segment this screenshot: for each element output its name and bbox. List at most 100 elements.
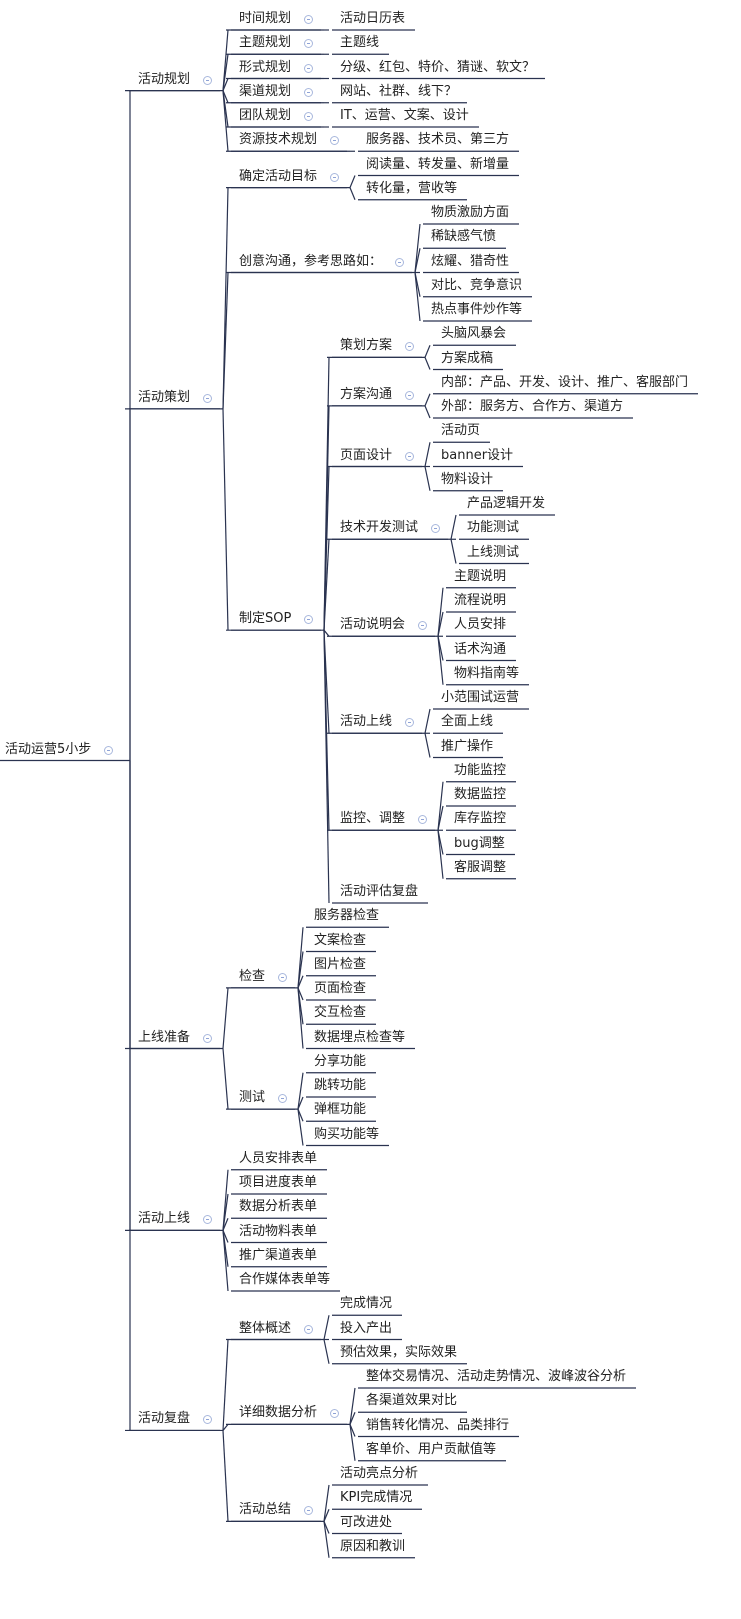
leaf-node[interactable]: 数据监控 [454, 787, 507, 802]
collapse-toggle-icon[interactable] [203, 75, 212, 85]
collapse-toggle-icon[interactable] [418, 621, 427, 631]
branch-node[interactable]: 测试 [239, 1090, 266, 1106]
branch-node[interactable]: 创意沟通，参考思路如： [239, 253, 383, 269]
branch-node[interactable]: 确定活动目标 [239, 168, 318, 184]
leaf-node[interactable]: banner设计 [441, 447, 514, 463]
branch-node[interactable]: 形式规划 [239, 59, 292, 75]
collapse-toggle-icon[interactable] [405, 718, 414, 728]
leaf-node[interactable]: 头脑风暴会 [441, 326, 507, 342]
leaf-node[interactable]: 各渠道效果对比 [366, 1393, 458, 1409]
leaf-node[interactable]: 活动页 [441, 423, 481, 439]
branch-node[interactable]: 时间规划 [239, 11, 292, 26]
branch-node[interactable]: 活动说明会 [340, 617, 406, 633]
collapse-toggle-icon[interactable] [330, 1409, 339, 1419]
collapse-toggle-icon[interactable] [104, 745, 113, 755]
leaf-node[interactable]: 推广操作 [441, 738, 494, 754]
leaf-node[interactable]: bug调整 [454, 835, 505, 851]
leaf-node[interactable]: 主题线 [340, 35, 380, 51]
collapse-toggle-icon[interactable] [304, 1324, 313, 1334]
collapse-toggle-icon[interactable] [405, 451, 414, 461]
collapse-toggle-icon[interactable] [278, 972, 287, 982]
branch-node[interactable]: 活动策划 [138, 389, 191, 405]
leaf-node[interactable]: 客服调整 [454, 859, 507, 875]
collapse-toggle-icon[interactable] [203, 1033, 212, 1043]
leaf-node[interactable]: 可改进处 [340, 1514, 393, 1530]
leaf-node[interactable]: 原因和教训 [340, 1538, 406, 1554]
leaf-node[interactable]: 转化量，营收等 [366, 180, 458, 196]
leaf-node[interactable]: 推广渠道表单 [239, 1247, 318, 1263]
branch-node[interactable]: 方案沟通 [340, 386, 393, 402]
collapse-toggle-icon[interactable] [304, 39, 313, 49]
leaf-node[interactable]: 物质激励方面 [431, 205, 510, 220]
collapse-toggle-icon[interactable] [431, 524, 440, 534]
collapse-toggle-icon[interactable] [304, 615, 313, 625]
branch-node[interactable]: 活动复盘 [138, 1411, 191, 1427]
branch-node[interactable]: 技术开发测试 [340, 520, 419, 536]
leaf-node[interactable]: 产品逻辑开发 [467, 496, 546, 511]
branch-node[interactable]: 活动上线 [340, 714, 393, 730]
collapse-toggle-icon[interactable] [304, 87, 313, 97]
leaf-node[interactable]: 人员安排 [454, 617, 507, 633]
leaf-node[interactable]: 活动评估复盘 [340, 884, 419, 899]
leaf-node[interactable]: 网站、社群、线下？ [340, 83, 458, 99]
collapse-toggle-icon[interactable] [330, 172, 339, 182]
leaf-node[interactable]: 稀缺感气愤 [431, 229, 497, 245]
leaf-node[interactable]: 小范围试运营 [441, 690, 520, 705]
leaf-node[interactable]: 服务器、技术员、第三方 [366, 132, 510, 148]
leaf-node[interactable]: 弹框功能 [314, 1102, 367, 1118]
branch-node[interactable]: 资源技术规划 [239, 132, 318, 148]
leaf-node[interactable]: 功能监控 [454, 762, 507, 778]
leaf-node[interactable]: 库存监控 [454, 811, 507, 827]
leaf-node[interactable]: 人员安排表单 [239, 1150, 318, 1166]
leaf-node[interactable]: 全面上线 [441, 714, 494, 730]
leaf-node[interactable]: 页面检查 [314, 981, 367, 996]
leaf-node[interactable]: 话术沟通 [454, 641, 507, 657]
collapse-toggle-icon[interactable] [304, 15, 313, 24]
leaf-node[interactable]: 数据分析表单 [239, 1199, 318, 1215]
collapse-toggle-icon[interactable] [330, 136, 339, 146]
branch-node[interactable]: 页面设计 [340, 447, 393, 463]
leaf-node[interactable]: 分享功能 [314, 1053, 367, 1069]
leaf-node[interactable]: 交互检查 [314, 1005, 367, 1021]
branch-node[interactable]: 渠道规划 [239, 83, 292, 99]
leaf-node[interactable]: 投入产出 [340, 1320, 393, 1336]
leaf-node[interactable]: 活动物料表单 [239, 1223, 318, 1239]
leaf-node[interactable]: 整体交易情况、活动走势情况、波峰波谷分析 [366, 1369, 627, 1384]
leaf-node[interactable]: 活动亮点分析 [340, 1466, 419, 1481]
leaf-node[interactable]: 图片检查 [314, 956, 367, 972]
collapse-toggle-icon[interactable] [203, 1415, 212, 1425]
leaf-node[interactable]: 上线测试 [467, 544, 520, 560]
leaf-node[interactable]: 文案检查 [314, 932, 367, 948]
collapse-toggle-icon[interactable] [278, 1094, 287, 1104]
leaf-node[interactable]: 流程说明 [454, 593, 507, 608]
leaf-node[interactable]: 外部：服务方、合作方、渠道方 [441, 399, 624, 414]
leaf-node[interactable]: 服务器检查 [314, 908, 380, 924]
branch-node[interactable]: 制定SOP [239, 611, 292, 627]
branch-node[interactable]: 活动运营5小步 [5, 741, 92, 757]
leaf-node[interactable]: 项目进度表单 [239, 1175, 318, 1190]
leaf-node[interactable]: 购买功能等 [314, 1126, 380, 1142]
leaf-node[interactable]: 热点事件炒作等 [431, 302, 523, 317]
branch-node[interactable]: 整体概述 [239, 1320, 292, 1336]
leaf-node[interactable]: KPI完成情况 [340, 1490, 413, 1506]
leaf-node[interactable]: 主题说明 [454, 568, 507, 584]
leaf-node[interactable]: 跳转功能 [314, 1078, 367, 1093]
leaf-node[interactable]: 分级、红包、特价、猜谜、软文？ [340, 59, 536, 75]
leaf-node[interactable]: 销售转化情况、品类排行 [366, 1417, 510, 1433]
leaf-node[interactable]: 物料设计 [441, 471, 494, 487]
leaf-node[interactable]: 阅读量、转发量、新增量 [366, 156, 510, 172]
branch-node[interactable]: 上线准备 [138, 1029, 191, 1045]
leaf-node[interactable]: 预估效果，实际效果 [340, 1344, 458, 1360]
leaf-node[interactable]: 功能测试 [467, 520, 520, 536]
leaf-node[interactable]: 数据埋点检查等 [314, 1029, 406, 1045]
collapse-toggle-icon[interactable] [304, 1506, 313, 1516]
leaf-node[interactable]: 炫耀、猎奇性 [431, 253, 510, 269]
branch-node[interactable]: 检查 [239, 968, 266, 984]
collapse-toggle-icon[interactable] [395, 257, 404, 267]
branch-node[interactable]: 详细数据分析 [239, 1405, 318, 1421]
collapse-toggle-icon[interactable] [304, 112, 313, 121]
branch-node[interactable]: 活动总结 [239, 1502, 292, 1518]
collapse-toggle-icon[interactable] [405, 342, 414, 352]
collapse-toggle-icon[interactable] [203, 393, 212, 403]
collapse-toggle-icon[interactable] [405, 390, 414, 400]
